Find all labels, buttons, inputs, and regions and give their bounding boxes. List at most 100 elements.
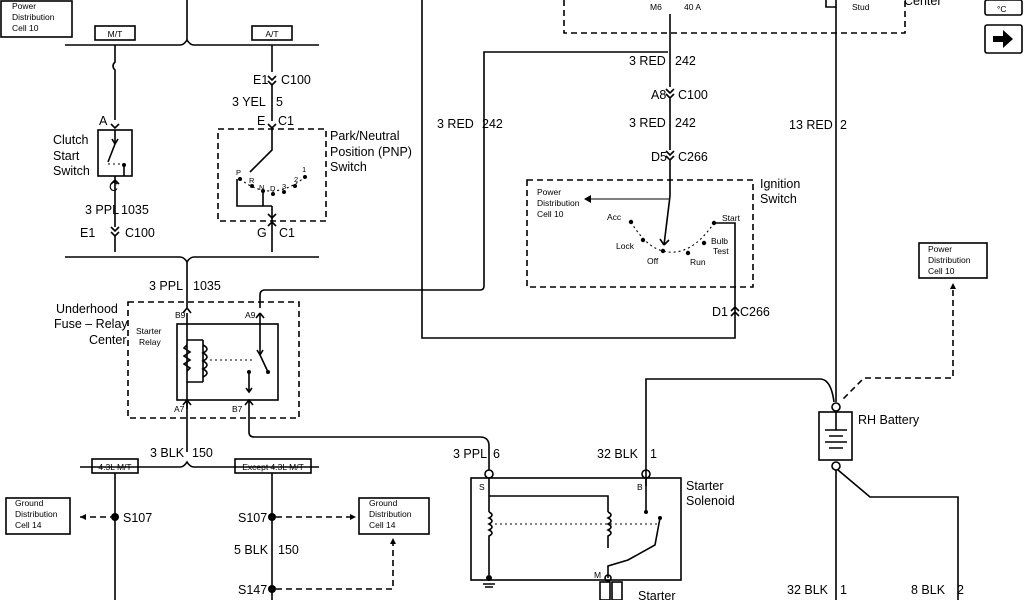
- pnp-label-3: Switch: [330, 160, 367, 174]
- labels-tab-43l: 4.3L M/T: [98, 462, 131, 472]
- splice-s147: [268, 585, 276, 593]
- pnp-label-1: Park/Neutral: [330, 129, 399, 143]
- pin-g: G: [257, 226, 267, 240]
- pdc-box-topleft: Power Distribution Cell 10: [0, 0, 73, 38]
- pdc-ign-2: Cell 10: [537, 209, 564, 219]
- clutch-label-3: Switch: [53, 164, 90, 178]
- splice-s107-mid: [268, 513, 276, 521]
- wire-red-242-a: 3 RED: [629, 54, 666, 68]
- pdc-ign-1: Distribution: [537, 198, 580, 208]
- pnp-gears-5: 2: [294, 175, 298, 184]
- pdc-label-line1: Power: [12, 1, 36, 11]
- tab-at: A/T: [251, 25, 293, 41]
- ign-lock: Lock: [616, 241, 635, 251]
- labels-at: A/T: [265, 29, 278, 39]
- circuit-150: 150: [192, 446, 213, 460]
- labels-tab-except: Except 4.3L M/T: [242, 462, 304, 472]
- pin-a9: A9: [245, 310, 256, 320]
- pnp-gears-2: N: [259, 183, 264, 192]
- pin-b9: B9: [175, 310, 186, 320]
- gdc-mid-1: Distribution: [369, 509, 412, 519]
- splice-label-s147: S147: [238, 583, 267, 597]
- circuit-1: 1: [650, 447, 657, 461]
- underhood-label-3: Center: [89, 333, 127, 347]
- ignition-label-2: Switch: [760, 192, 797, 206]
- splice-s107-left: [111, 513, 119, 521]
- pnp-gears-0: P: [236, 168, 241, 177]
- pnp-gears-6: 1: [302, 165, 306, 174]
- wire-bracket-low: [80, 460, 319, 468]
- ign-off: Off: [647, 256, 659, 266]
- gdc-box-mid: Ground Distribution Cell 14: [358, 497, 430, 535]
- fuse-m6: M6: [650, 2, 662, 12]
- pdc-label-line3: Cell 10: [12, 23, 39, 33]
- gdc-box-left: Ground Distribution Cell 14: [5, 497, 71, 535]
- pin-a: A: [99, 114, 108, 128]
- circuit-2: 2: [840, 118, 847, 132]
- gdc-mid-2: Cell 14: [369, 520, 396, 530]
- gdc-left-0: Ground: [15, 498, 44, 508]
- pnp-gear-contacts: [238, 175, 307, 196]
- pin-e: E: [257, 114, 265, 128]
- pnp-label-2: Position (PNP): [330, 145, 412, 159]
- pdc-box-right: Power Distribution Cell 10: [918, 242, 988, 279]
- conn-c266-d1: C266: [740, 305, 770, 319]
- solenoid-label-1: Starter: [686, 479, 724, 493]
- pdc-ign-0: Power: [537, 187, 561, 197]
- rh-battery-label: RH Battery: [858, 413, 920, 427]
- ign-bulb: Bulb: [711, 236, 728, 246]
- wire-3-ppl-6: 3 PPL: [453, 447, 487, 461]
- wire-3-ppl: 3 PPL: [85, 203, 119, 217]
- starter-label-partial: Starter: [638, 589, 676, 600]
- conn-c100-top: C100: [281, 73, 311, 87]
- splice-label-s107-left: S107: [123, 511, 152, 525]
- pin-a7: A7: [174, 404, 185, 414]
- wire-3-blk: 3 BLK: [150, 446, 185, 460]
- clutch-label-2: Start: [53, 149, 80, 163]
- circuit-150-b: 150: [278, 543, 299, 557]
- circuit-242-left: 242: [482, 117, 503, 131]
- tab-mt: M/T: [94, 25, 136, 41]
- ign-start: Start: [722, 213, 741, 223]
- circuit-1035-b: 1035: [193, 279, 221, 293]
- fuse-40a: 40 A: [684, 2, 701, 12]
- conn-c100-a8: C100: [678, 88, 708, 102]
- tab-43l: 4.3L M/T: [91, 458, 139, 474]
- ignition-label-1: Ignition: [760, 177, 800, 191]
- labels-mt: M/T: [108, 29, 123, 39]
- term-s: S: [479, 482, 485, 492]
- pdc-right-2: Cell 10: [928, 266, 955, 276]
- ign-run: Run: [690, 257, 706, 267]
- clutch-label-1: Clutch: [53, 133, 88, 147]
- circuit-242-a: 242: [675, 54, 696, 68]
- pnp-gears-3: D: [270, 184, 276, 193]
- arrow-right-icon[interactable]: [984, 24, 1023, 54]
- pnp-gears-1: R: [249, 176, 255, 185]
- underhood-label-2: Fuse – Relay: [54, 317, 128, 331]
- starter-relay-box: [176, 323, 279, 401]
- tab-except-43l: Except 4.3L M/T: [234, 458, 312, 474]
- circuit-5: 5: [276, 95, 283, 109]
- pin-d1: D1: [712, 305, 728, 319]
- ignition-switch-box: [526, 179, 754, 288]
- term-m: M: [594, 570, 601, 580]
- term-b: B: [637, 482, 643, 492]
- temp-c-icon[interactable]: °C: [984, 0, 1023, 16]
- pin-c: C: [109, 180, 118, 194]
- conn-c100-bottom: C100: [125, 226, 155, 240]
- fuse-block-box: [563, 0, 906, 34]
- wire-bracket-top: [65, 38, 319, 46]
- wire-32-blk: 32 BLK: [597, 447, 639, 461]
- gdc-left-1: Distribution: [15, 509, 58, 519]
- wire-bracket-mid: [65, 256, 319, 264]
- pin-d5: D5: [651, 150, 667, 164]
- pin-a8: A8: [651, 88, 666, 102]
- wire-13-red: 13 RED: [789, 118, 833, 132]
- pdc-right-0: Power: [928, 244, 952, 254]
- circuit-2-b: 2: [957, 583, 964, 597]
- pnp-gears-4: 3: [282, 182, 286, 191]
- splice-label-s107-mid: S107: [238, 511, 267, 525]
- wire-red-242-b: 3 RED: [629, 116, 666, 130]
- gdc-mid-0: Ground: [369, 498, 398, 508]
